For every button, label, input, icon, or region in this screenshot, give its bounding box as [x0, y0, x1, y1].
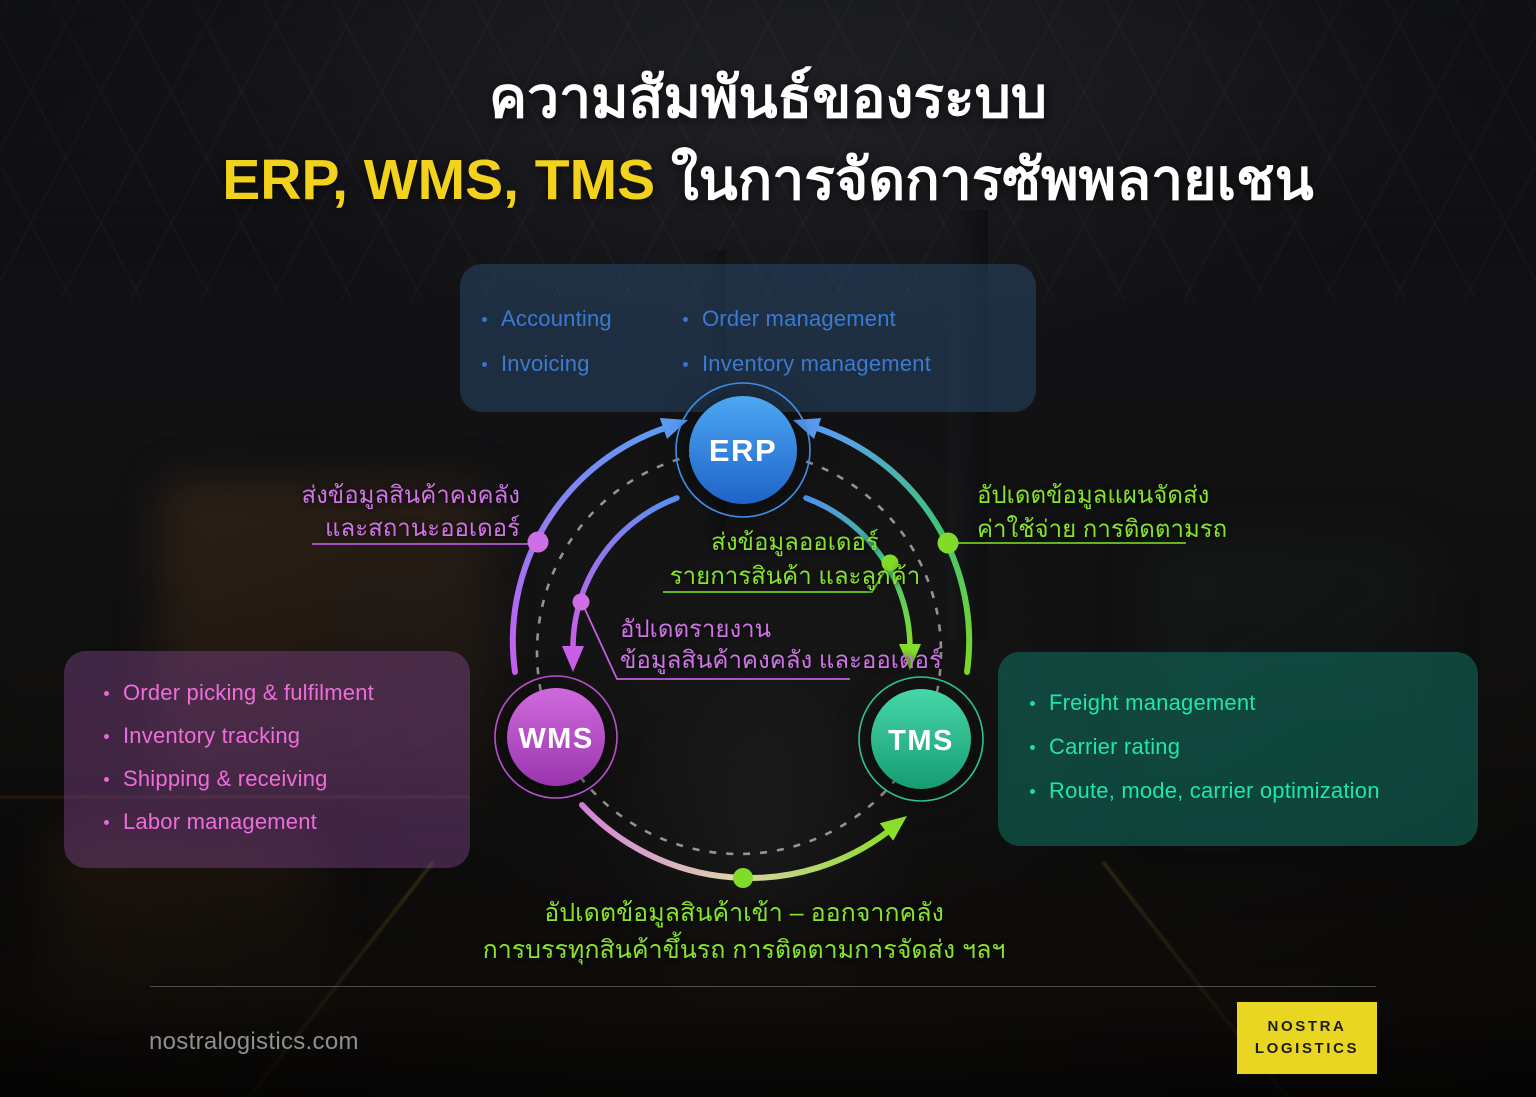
connector-dot	[881, 554, 899, 572]
feature-label: Order picking & fulfilment	[123, 680, 374, 705]
logo-text-line1: NOSTRA	[1267, 1018, 1347, 1036]
bullet-icon	[683, 361, 688, 367]
flow-label-tms-to-erp-line2: ค่าใช้จ่าย การติดตามรถ	[977, 515, 1227, 543]
feature-label: Invoicing	[501, 351, 590, 376]
label-connector-line	[663, 566, 888, 593]
flow-label-wms-to-tms-line1: อัปเดตข้อมูลสินค้าเข้า – ออกจากคลัง	[544, 899, 944, 928]
title-line-2-rest: ในการจัดการซัพพลายเชน	[655, 148, 1314, 213]
feature-label: Route, mode, carrier optimization	[1049, 778, 1380, 803]
flow-label-wms-to-tms-line2: การบรรทุกสินค้าขึ้นรถ การติดตามการจัดส่ง…	[483, 931, 1006, 965]
tms-node-ring	[858, 676, 984, 802]
feature-item: Inventory management	[683, 350, 931, 378]
arrow-erp-to-tms	[803, 495, 913, 651]
feature-label: Freight management	[1049, 690, 1256, 715]
connector-dot	[527, 531, 549, 553]
wms-node: WMS	[494, 675, 618, 799]
wms-node-circle	[507, 688, 605, 786]
wms-node-ring	[494, 675, 618, 799]
feature-item: Shipping & receiving	[104, 765, 460, 793]
bullet-icon	[1030, 744, 1035, 750]
wms-features-panel: Order picking & fulfilment Inventory tra…	[64, 651, 470, 868]
feature-item: Invoicing	[482, 350, 662, 378]
arrow-tms-to-erp	[814, 425, 973, 675]
connector-dot	[572, 593, 590, 611]
footer-divider	[150, 986, 1376, 987]
bullet-icon	[482, 361, 487, 367]
erp-node: ERP	[675, 382, 811, 518]
feature-item: Accounting	[482, 305, 662, 333]
bullet-icon	[104, 733, 109, 739]
feature-item: Labor management	[104, 808, 460, 836]
feature-item: Order picking & fulfilment	[104, 679, 460, 707]
title-line-1: ความสัมพันธ์ของระบบ	[488, 66, 1048, 130]
bullet-icon	[104, 776, 109, 782]
feature-item: Carrier rating	[1030, 733, 1468, 761]
flow-label-erp-to-wms-line2: ข้อมูลสินค้าคงคลัง และออเดอร์	[620, 646, 942, 675]
feature-label: Order management	[702, 306, 896, 331]
tms-features-panel: Freight management Carrier rating Route,…	[998, 652, 1478, 846]
arrow-erp-to-wms	[570, 495, 680, 653]
bullet-icon	[482, 316, 487, 322]
erp-features-col1: Accounting Invoicing	[482, 305, 662, 412]
bullet-icon	[683, 316, 688, 322]
feature-item: Route, mode, carrier optimization	[1030, 777, 1468, 805]
flow-label-tms-to-erp-line1: อัปเดตข้อมูลแผนจัดส่ง	[977, 482, 1209, 510]
erp-features-panel: Accounting Invoicing Order management In…	[460, 264, 1036, 412]
feature-label: Labor management	[123, 809, 317, 834]
bullet-icon	[1030, 788, 1035, 794]
feature-label: Inventory tracking	[123, 723, 301, 748]
tms-node-circle	[871, 689, 971, 789]
website-text: nostralogistics.com	[149, 1028, 359, 1055]
tms-node: TMS	[858, 676, 984, 802]
erp-features-col2: Order management Inventory management	[683, 305, 931, 412]
feature-item: Order management	[683, 305, 931, 333]
erp-node-circle	[689, 396, 797, 504]
flow-label-erp-to-tms-line1: ส่งข้อมูลออเดอร์	[711, 528, 879, 557]
arrowhead-icon	[562, 646, 584, 672]
logo-text-line2: LOGISTICS	[1254, 1040, 1360, 1057]
feature-item: Freight management	[1030, 689, 1468, 717]
flow-label-erp-to-tms-line2: รายการสินค้า และลูกค้า	[670, 563, 920, 591]
feature-label: Shipping & receiving	[123, 766, 328, 791]
erp-node-label: ERP	[709, 433, 777, 468]
flow-label-erp-to-wms-line1: อัปเดตรายงาน	[620, 616, 771, 643]
flow-label-wms-to-erp-line2: และสถานะออเดอร์	[325, 514, 520, 542]
label-connector-line	[582, 604, 850, 680]
feature-label: Carrier rating	[1049, 734, 1181, 759]
arrow-wms-to-erp	[509, 425, 668, 675]
bullet-icon	[104, 819, 109, 825]
arrowhead-icon	[879, 816, 907, 841]
flow-label-wms-to-erp-line1: ส่งข้อมูลสินค้าคงคลัง	[301, 482, 520, 510]
feature-label: Accounting	[501, 306, 612, 331]
dashed-cycle-circle	[535, 448, 943, 856]
arrow-wms-to-tms	[579, 802, 893, 882]
bullet-icon	[1030, 700, 1035, 706]
tms-node-label: TMS	[888, 725, 954, 757]
brand-logo: NOSTRA LOGISTICS	[1237, 1002, 1377, 1074]
erp-node-ring	[675, 382, 811, 518]
feature-item: Inventory tracking	[104, 722, 460, 750]
wms-node-label: WMS	[518, 723, 593, 755]
title-systems-highlight: ERP, WMS, TMS	[222, 148, 656, 213]
connector-dot	[937, 532, 959, 554]
connector-dot	[733, 868, 753, 888]
feature-label: Inventory management	[702, 351, 932, 376]
page-title: ความสัมพันธ์ของระบบ ERP, WMS, TMS ในการจ…	[0, 64, 1536, 215]
bullet-icon	[104, 690, 109, 696]
title-line-2: ERP, WMS, TMS ในการจัดการซัพพลายเชน	[0, 146, 1536, 214]
arrowhead-icon	[899, 644, 921, 670]
